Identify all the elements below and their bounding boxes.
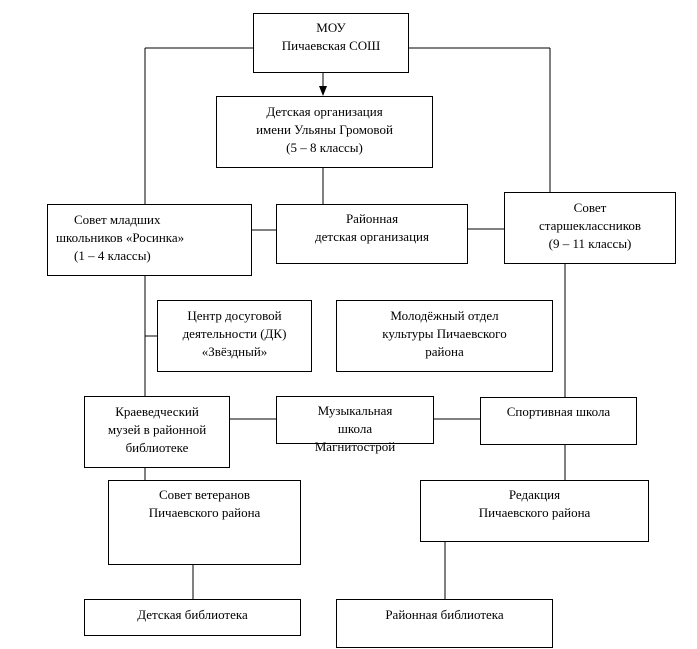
senior-council-line-2: старшеклассников — [539, 218, 641, 233]
sports-school-label: Спортивная школа — [506, 404, 611, 419]
music-school-line-1: Музыкальная — [317, 403, 393, 418]
children-org-line-3: (5 – 8 классы) — [286, 140, 363, 155]
veterans-line-1: Совет ветеранов — [158, 487, 251, 502]
museum-line-1: Краеведческий — [115, 404, 199, 419]
leisure-center-line-1: Центр досуговой — [187, 308, 282, 323]
editorial-line-1: Редакция — [508, 487, 561, 502]
mou-line-1: МОУ — [316, 20, 346, 35]
children-library-label: Детская библиотека — [137, 607, 248, 622]
museum-line-3: библиотеке — [125, 440, 189, 455]
box-junior-council: Совет младших школьников «Росинка» (1 – … — [47, 204, 252, 276]
senior-council-line-1: Совет — [573, 200, 607, 215]
box-district-children-organization: Районная детская организация — [276, 204, 468, 264]
box-senior-council: Совет старшеклассников (9 – 11 классы) — [504, 192, 676, 264]
box-children-library: Детская библиотека — [84, 599, 301, 636]
editorial-line-2: Пичаевского района — [478, 505, 591, 520]
children-org-line-1: Детская организация — [266, 104, 383, 119]
junior-council-line-3: (1 – 4 классы) — [74, 248, 151, 263]
music-school-line-2: школа — [337, 421, 373, 436]
box-editorial-office: Редакция Пичаевского района — [420, 480, 649, 542]
museum-line-2: музей в районной — [107, 422, 207, 437]
leisure-center-line-2: деятельности (ДК) — [182, 326, 287, 341]
veterans-line-2: Пичаевского района — [148, 505, 261, 520]
box-mou: МОУ Пичаевская СОШ — [253, 13, 409, 73]
youth-dept-line-3: района — [425, 344, 464, 359]
youth-dept-line-1: Молодёжный отдел — [390, 308, 499, 323]
box-youth-department: Молодёжный отдел культуры Пичаевского ра… — [336, 300, 553, 372]
district-library-label: Районная библиотека — [385, 607, 504, 622]
mou-line-2: Пичаевская СОШ — [281, 38, 381, 53]
box-leisure-center: Центр досуговой деятельности (ДК) «Звёзд… — [157, 300, 312, 372]
district-org-line-2: детская организация — [315, 229, 429, 244]
box-sports-school: Спортивная школа — [480, 397, 637, 445]
children-org-line-2: имени Ульяны Громовой — [256, 122, 393, 137]
music-school-line-3: Магнитострой — [314, 439, 396, 454]
box-music-school: Музыкальная школа — [276, 396, 434, 444]
district-org-line-1: Районная — [345, 211, 399, 226]
senior-council-line-3: (9 – 11 классы) — [548, 236, 632, 251]
junior-council-line-2: школьников «Росинка» — [56, 230, 185, 245]
youth-dept-line-2: культуры Пичаевского — [382, 326, 507, 341]
leisure-center-line-3: «Звёздный» — [201, 344, 268, 359]
arrowhead — [319, 86, 327, 96]
box-district-library: Районная библиотека — [336, 599, 553, 648]
junior-council-line-1: Совет младших — [74, 212, 161, 227]
box-local-history-museum: Краеведческий музей в районной библиотек… — [84, 396, 230, 468]
box-children-organization: Детская организация имени Ульяны Громово… — [216, 96, 433, 168]
box-veterans-council: Совет ветеранов Пичаевского района — [108, 480, 301, 565]
